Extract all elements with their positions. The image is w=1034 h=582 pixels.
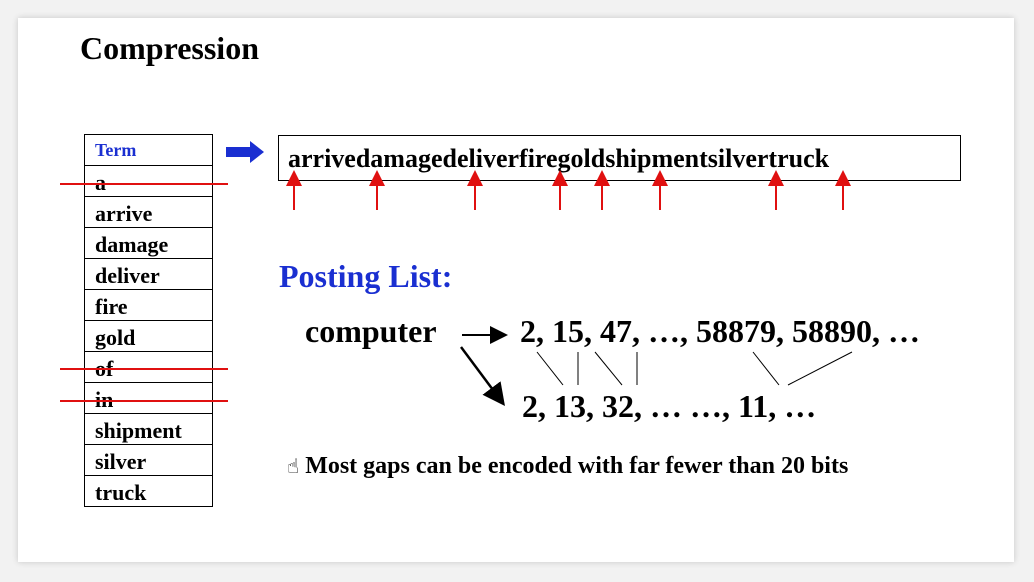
strikethrough-line-a	[60, 183, 228, 185]
posting-list-title: Posting List:	[279, 258, 453, 294]
posting-doc-ids: 2, 15, 47, …, 58879, 58890, …	[520, 313, 920, 349]
strikethrough-line-of	[60, 368, 228, 370]
term-table-header: Term	[84, 134, 213, 166]
term-row: of	[84, 351, 213, 383]
dictionary-string: arrivedamagedeliverfiregoldshipmentsilve…	[278, 135, 961, 181]
gap-connector-lines	[536, 351, 853, 386]
slide-title: Compression	[80, 30, 259, 66]
right-arrow-icon	[226, 141, 264, 163]
posting-gaps: 2, 13, 32, … …, 11, …	[522, 388, 817, 424]
hand-pointer-icon: ☝	[287, 454, 300, 478]
note-text: Most gaps can be encoded with far fewer …	[305, 453, 849, 479]
pointer-arrows	[286, 170, 851, 210]
term-row: damage	[84, 227, 213, 259]
term-row: truck	[84, 475, 213, 507]
term-row: silver	[84, 444, 213, 476]
term-table: Term a arrive damage deliver fire gold o…	[84, 134, 213, 507]
term-row: shipment	[84, 413, 213, 445]
term-row: deliver	[84, 258, 213, 290]
arrow-to-gaps	[459, 346, 505, 407]
term-row: fire	[84, 289, 213, 321]
strikethrough-line-in	[60, 400, 228, 402]
posting-term: computer	[305, 313, 437, 349]
note-bullet: ☝Most gaps can be encoded with far fewer…	[287, 453, 848, 480]
